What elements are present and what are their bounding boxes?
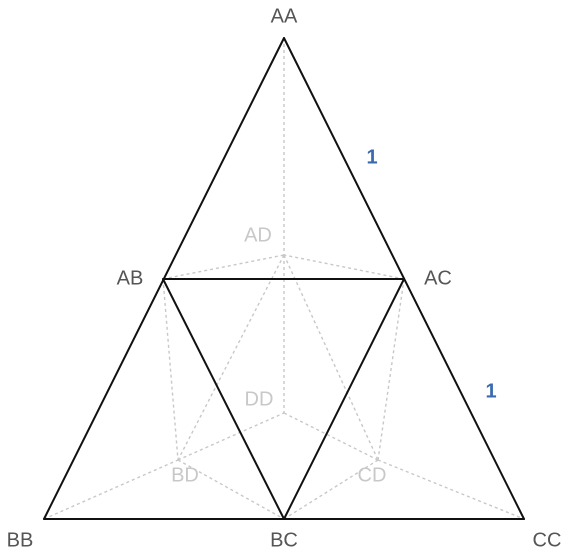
hidden-edge-bb-bd [43, 459, 179, 520]
hidden-vertex-labels: AD DD BD CD [171, 224, 386, 486]
vertex-labels: AA AB AC BB BC CC [7, 5, 562, 551]
hidden-edge-bd-dd [177, 412, 285, 461]
vertex-label-ad: AD [244, 224, 272, 246]
vertex-label-aa: AA [271, 5, 298, 27]
hidden-edge-ac-cd [377, 278, 405, 461]
hidden-edge-cd-cc [377, 459, 525, 520]
hidden-edges [43, 38, 525, 520]
edge-length-labels: 1 1 [366, 146, 496, 402]
vertex-label-cc: CC [533, 529, 562, 551]
edge-length-label-upper: 1 [366, 146, 377, 168]
hidden-edge-cd-dd [283, 412, 379, 461]
solid-edges [43, 37, 525, 520]
hidden-edge-ac-ad [283, 254, 405, 280]
hidden-edge-ab-bd [162, 278, 179, 461]
vertex-label-bc: BC [270, 529, 298, 551]
edge-ab-bc [162, 278, 285, 520]
vertex-label-dd: DD [245, 388, 274, 410]
hidden-edge-ad-bd [177, 254, 285, 461]
vertex-label-bb: BB [7, 529, 34, 551]
edge-length-label-lower: 1 [485, 380, 496, 402]
vertex-label-ab: AB [117, 267, 144, 289]
hidden-edge-ad-cd [283, 254, 379, 461]
hidden-edge-bd-bc [177, 459, 285, 520]
vertex-label-cd: CD [358, 464, 387, 486]
vertex-label-ac: AC [424, 267, 452, 289]
edge-ac-bc [283, 278, 405, 520]
vertex-label-bd: BD [171, 464, 199, 486]
hidden-edge-cd-bc [283, 459, 379, 520]
hidden-edge-ab-ad [162, 254, 285, 280]
